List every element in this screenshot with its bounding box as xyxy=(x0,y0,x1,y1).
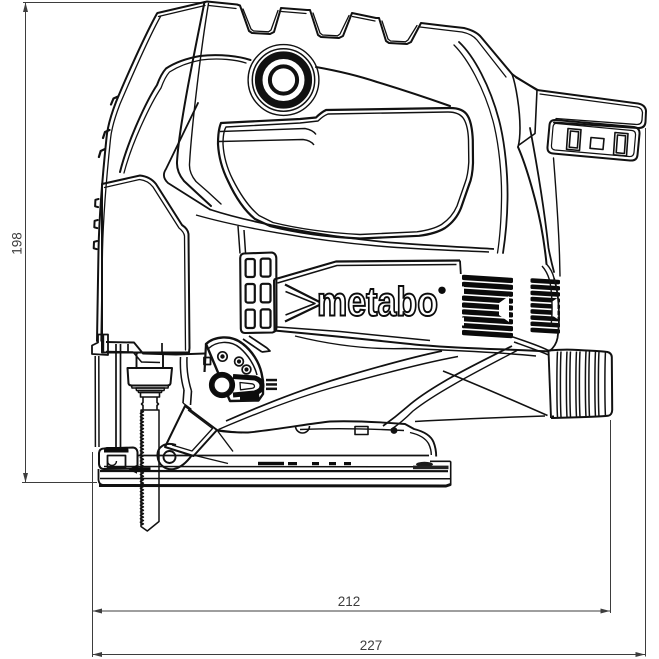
svg-text:212: 212 xyxy=(338,594,361,609)
svg-text:227: 227 xyxy=(360,638,383,653)
svg-text:metabo: metabo xyxy=(317,279,438,325)
svg-text:198: 198 xyxy=(10,232,25,255)
